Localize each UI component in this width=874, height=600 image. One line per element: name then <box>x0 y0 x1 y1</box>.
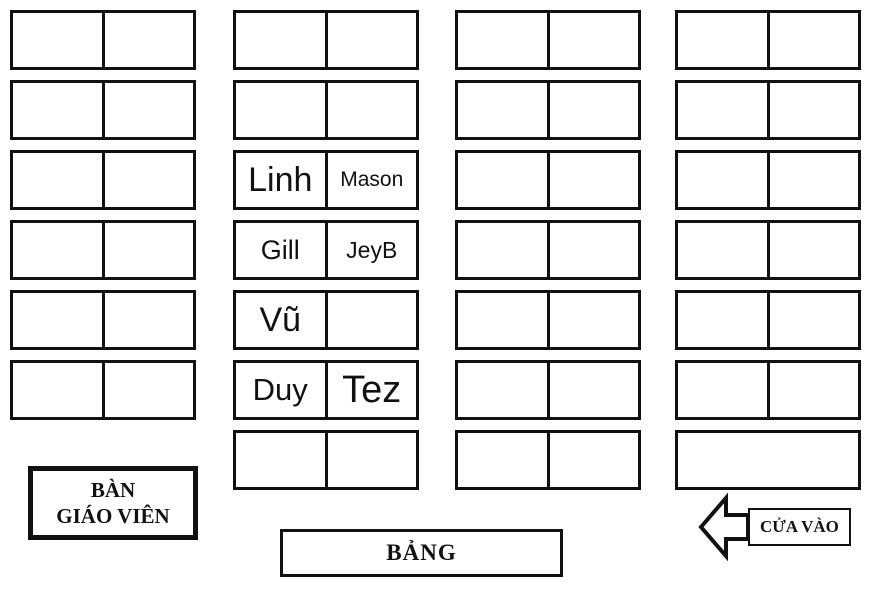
desk-col3-row6 <box>455 360 641 420</box>
seat-col2-row4-2[interactable]: JeyB <box>324 223 417 277</box>
desk-col2-row6: Duy Tez <box>233 360 419 420</box>
seat-col4-row2-2[interactable] <box>766 83 859 137</box>
seat-col3-row7-2[interactable] <box>546 433 639 487</box>
seat-col2-row7-1[interactable] <box>236 433 325 487</box>
desk-col4-row5 <box>675 290 861 350</box>
seat-col1-row4-2[interactable] <box>101 223 194 277</box>
seat-col1-row2-1[interactable] <box>13 83 102 137</box>
seat-col3-row5-2[interactable] <box>546 293 639 347</box>
seat-col4-row6-1[interactable] <box>678 363 767 417</box>
seat-col3-row7-1[interactable] <box>458 433 547 487</box>
seat-col2-row4-1[interactable]: Gill <box>260 234 300 265</box>
desk-col4-row7 <box>675 430 861 490</box>
desk-col3-row4 <box>455 220 641 280</box>
seat-col3-row6-2[interactable] <box>546 363 639 417</box>
desk-col3-row2 <box>455 80 641 140</box>
desk-col2-row3: Linh Mason <box>233 150 419 210</box>
seat-col4-row3-1[interactable] <box>678 153 767 207</box>
board: BẢNG <box>280 529 563 577</box>
desk-col2-row4: Gill JeyB <box>233 220 419 280</box>
desk-col2-row7 <box>233 430 419 490</box>
entrance-label: CỬA VÀO <box>748 508 851 546</box>
seat-col4-row1-1[interactable] <box>678 13 767 67</box>
seat-col1-row6-1[interactable] <box>13 363 102 417</box>
seat-col4-row6-2[interactable] <box>766 363 859 417</box>
seat-col3-row2-1[interactable] <box>458 83 547 137</box>
seat-col4-row4-2[interactable] <box>766 223 859 277</box>
desk-col1-row3 <box>10 150 196 210</box>
seat-col3-row4-2[interactable] <box>546 223 639 277</box>
desk-col3-row1 <box>455 10 641 70</box>
seat-col1-row4-1[interactable] <box>13 223 102 277</box>
seat-col2-row5-2[interactable] <box>324 293 417 347</box>
desk-col4-row6 <box>675 360 861 420</box>
seat-col2-row1-2[interactable] <box>324 13 417 67</box>
desk-col1-row4 <box>10 220 196 280</box>
seat-col2-row2-1[interactable] <box>236 83 325 137</box>
teacher-desk-label-line1: BÀN <box>90 477 136 502</box>
seat-col3-row5-1[interactable] <box>458 293 547 347</box>
desk-col2-row1 <box>233 10 419 70</box>
desk-col3-row5 <box>455 290 641 350</box>
teacher-desk-label-line2: GIÁO VIÊN <box>56 504 170 528</box>
desk-col1-row6 <box>10 360 196 420</box>
desk-col4-row4 <box>675 220 861 280</box>
desk-col1-row2 <box>10 80 196 140</box>
desk-col1-row5 <box>10 290 196 350</box>
desk-col1-row1 <box>10 10 196 70</box>
desk-col3-row7 <box>455 430 641 490</box>
seat-col4-row1-2[interactable] <box>766 13 859 67</box>
seat-col2-row1-1[interactable] <box>236 13 325 67</box>
seat-col1-row6-2[interactable] <box>101 363 194 417</box>
seat-col4-row5-2[interactable] <box>766 293 859 347</box>
entrance: CỬA VÀO <box>698 490 851 564</box>
seat-col1-row5-2[interactable] <box>101 293 194 347</box>
teacher-desk: BÀN GIÁO VIÊN <box>28 466 198 540</box>
seat-col4-row7-1[interactable] <box>678 433 858 487</box>
seat-col1-row1-1[interactable] <box>13 13 102 67</box>
seat-col2-row3-1[interactable]: Linh <box>248 160 313 199</box>
seat-col3-row2-2[interactable] <box>546 83 639 137</box>
seat-col3-row3-1[interactable] <box>458 153 547 207</box>
desk-col3-row3 <box>455 150 641 210</box>
seat-col3-row4-1[interactable] <box>458 223 547 277</box>
board-label: BẢNG <box>386 540 457 565</box>
desk-col4-row2 <box>675 80 861 140</box>
seat-col2-row6-1[interactable]: Duy <box>252 372 308 407</box>
seat-col3-row3-2[interactable] <box>546 153 639 207</box>
seat-col4-row4-1[interactable] <box>678 223 767 277</box>
seat-col2-row2-2[interactable] <box>324 83 417 137</box>
seat-col1-row3-1[interactable] <box>13 153 102 207</box>
seat-col2-row6-2[interactable]: Tez <box>324 363 417 417</box>
seat-col3-row6-1[interactable] <box>458 363 547 417</box>
seat-col4-row3-2[interactable] <box>766 153 859 207</box>
seat-col3-row1-1[interactable] <box>458 13 547 67</box>
desk-col4-row1 <box>675 10 861 70</box>
entrance-arrow-icon <box>698 492 750 562</box>
seat-col2-row5-1[interactable]: Vũ <box>259 300 302 339</box>
seat-col1-row2-2[interactable] <box>101 83 194 137</box>
seat-col1-row3-2[interactable] <box>101 153 194 207</box>
seat-col1-row5-1[interactable] <box>13 293 102 347</box>
desk-col2-row5: Vũ <box>233 290 419 350</box>
seat-col3-row1-2[interactable] <box>546 13 639 67</box>
seat-col2-row7-2[interactable] <box>324 433 417 487</box>
desk-col4-row3 <box>675 150 861 210</box>
seat-col2-row3-2[interactable]: Mason <box>324 153 417 207</box>
seat-col4-row2-1[interactable] <box>678 83 767 137</box>
seat-col4-row5-1[interactable] <box>678 293 767 347</box>
seat-col1-row1-2[interactable] <box>101 13 194 67</box>
desk-col2-row2 <box>233 80 419 140</box>
